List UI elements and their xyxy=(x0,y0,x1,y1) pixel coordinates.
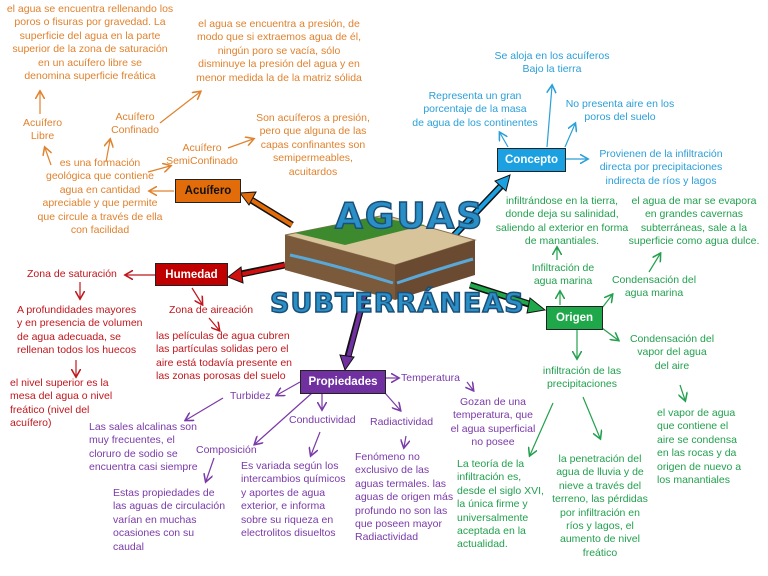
acuifero-libre-desc: el agua se encuentra rellenando los poro… xyxy=(6,3,174,83)
condensacion-marina: Condensación del agua marina xyxy=(611,274,697,300)
title-subterraneas: SUBTERRÁNEAS xyxy=(269,287,525,320)
concepto-item: Se aloja en los acuíferos Bajo la tierra xyxy=(494,50,610,76)
conductividad-desc: Es variada según los intercambios químic… xyxy=(241,460,346,540)
main-arrow-propiedades xyxy=(339,292,369,372)
condensacion-marina-desc: el agua de mar se evapora en grandes cav… xyxy=(628,195,760,248)
acuifero-definition: es una formación geológica que contiene … xyxy=(37,157,163,237)
main-arrow-humedad xyxy=(226,261,286,284)
acuifero-semiconfinado: Acuífero SemiConfinado xyxy=(166,142,238,168)
zona-aireacion: Zona de aireación xyxy=(169,304,254,316)
turbidez: Turbidez xyxy=(230,390,271,402)
condensacion-vapor: Condensación del vapor del agua del aire xyxy=(629,333,715,372)
radiactividad-desc: Fenómeno no exclusivo de las aguas terma… xyxy=(355,451,454,544)
acuifero-confinado: Acuífero Confinado xyxy=(111,111,159,137)
temperatura: Temperatura xyxy=(401,372,460,384)
concepto-box[interactable]: Concepto xyxy=(497,148,566,172)
origen-box[interactable]: Origen xyxy=(546,306,603,330)
conductividad: Conductividad xyxy=(289,414,356,426)
propiedades-box[interactable]: Propiedades xyxy=(300,370,386,394)
condensacion-vapor-desc: el vapor de agua que contiene el aire se… xyxy=(657,407,742,487)
zona-saturacion-desc: A profundidades mayores y en presencia d… xyxy=(17,304,143,357)
main-arrow-origen xyxy=(468,281,547,314)
infiltracion-precipitaciones: infiltración de las precipitaciones xyxy=(542,365,622,391)
concepto-item: Provienen de la infiltración directa por… xyxy=(599,148,723,187)
title-aguas: AGUAS xyxy=(334,195,485,238)
concepto-item: No presenta aire en los poros del suelo xyxy=(565,98,675,124)
acuifero-confinado-desc: el agua se encuentra a presión, de modo … xyxy=(196,18,362,84)
nivel-freatico-desc: el nivel superior es la mesa del agua o … xyxy=(10,377,113,430)
terrain-illustration xyxy=(284,214,477,300)
teoria-infiltracion: La teoría de la infiltración es, desde e… xyxy=(457,458,544,551)
temperatura-desc: Gozan de una temperatura, que el agua su… xyxy=(450,396,536,449)
penetracion-desc: la penetración del agua de lluvia y de n… xyxy=(552,453,648,559)
composicion: Composición xyxy=(196,444,257,456)
acuifero-libre: Acuífero Libre xyxy=(22,117,63,143)
radiactividad: Radiactividad xyxy=(370,416,434,428)
turbidez-desc: Las sales alcalinas son muy frecuentes, … xyxy=(89,421,198,474)
zona-aireacion-desc: las películas de agua cubren las partícu… xyxy=(156,330,293,383)
acuifero-semiconfinado-desc: Son acuíferos a presión, pero que alguna… xyxy=(256,112,370,178)
infiltracion-marina: Infiltración de agua marina xyxy=(531,262,595,288)
humedad-box[interactable]: Humedad xyxy=(155,263,228,286)
acuifero-box[interactable]: Acuífero xyxy=(175,179,241,203)
zona-saturacion: Zona de saturación xyxy=(27,268,117,280)
composicion-desc: Estas propiedades de las aguas de circul… xyxy=(113,487,226,553)
infiltracion-marina-desc: infiltrándose en la tierra, donde deja s… xyxy=(495,195,629,248)
main-arrow-acuifero xyxy=(239,191,294,228)
concepto-item: Representa un gran porcentaje de la masa… xyxy=(412,90,538,129)
